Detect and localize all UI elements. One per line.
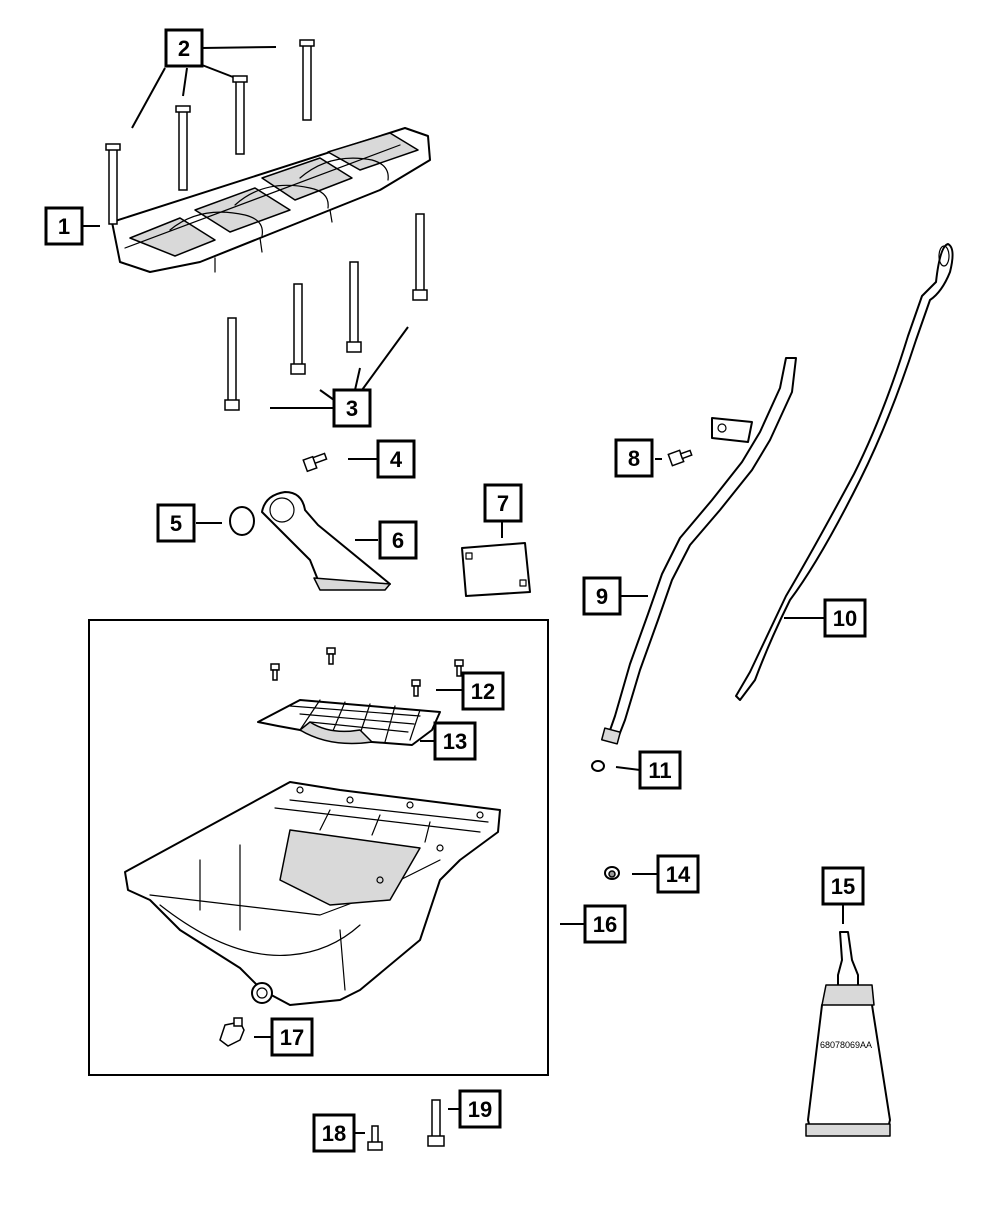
- oil-pan-part: [124, 781, 501, 1006]
- callout-5[interactable]: 5: [156, 503, 196, 543]
- callout-13-label: 13: [443, 729, 467, 754]
- bedplate-bolts: [105, 39, 315, 225]
- callout-3[interactable]: 3: [332, 388, 372, 428]
- stud-bolt-part: [427, 1099, 445, 1147]
- callout-7[interactable]: 7: [483, 483, 523, 523]
- callout-16-label: 16: [593, 912, 617, 937]
- callout-6-label: 6: [392, 528, 404, 553]
- callout-4-label: 4: [390, 447, 403, 472]
- pickup-bolt-part: [302, 452, 328, 473]
- pickup-o-ring-part: [229, 506, 255, 536]
- dipstick-part: [735, 243, 954, 701]
- windage-tray-part: [257, 699, 441, 746]
- callout-18[interactable]: 18: [312, 1113, 356, 1153]
- callout-10[interactable]: 10: [823, 598, 867, 638]
- callout-18-label: 18: [322, 1121, 346, 1146]
- dipstick-tube-o-ring-part: [591, 760, 605, 772]
- callout-12-label: 12: [471, 679, 495, 704]
- callout-4[interactable]: 4: [376, 439, 416, 479]
- drain-plug-part: [604, 866, 620, 880]
- windage-tray-bolts-part: [270, 647, 464, 697]
- callout-11-label: 11: [648, 758, 671, 783]
- callout-1-label: 1: [58, 214, 70, 239]
- callout-6[interactable]: 6: [378, 520, 418, 560]
- callout-9[interactable]: 9: [582, 576, 622, 616]
- oil-pan-assembly-group-frame: [88, 619, 549, 1076]
- sealant-tube-part: 68078069AA: [805, 931, 891, 1137]
- dipstick-tube-bolt-part: [667, 449, 693, 467]
- callout-15[interactable]: 15: [821, 866, 865, 906]
- sealant-part-number-text: 68078069AA: [820, 1040, 872, 1050]
- callout-16[interactable]: 16: [583, 904, 627, 944]
- callout-11[interactable]: 11: [638, 750, 682, 790]
- callout-10-label: 10: [833, 606, 857, 631]
- callout-15-label: 15: [831, 874, 855, 899]
- callout-2[interactable]: 2: [164, 28, 204, 68]
- callout-19[interactable]: 19: [458, 1089, 502, 1129]
- callout-1[interactable]: 1: [44, 206, 84, 246]
- leader-lines: [82, 46, 844, 1134]
- callout-9-label: 9: [596, 584, 608, 609]
- oil-pickup-tube-part: [261, 491, 391, 591]
- callout-17-label: 17: [280, 1025, 304, 1050]
- callout-8[interactable]: 8: [614, 438, 654, 478]
- callout-19-label: 19: [468, 1097, 492, 1122]
- callout-13[interactable]: 13: [433, 721, 477, 761]
- callout-2-label: 2: [178, 36, 190, 61]
- cover-plate-part: [461, 542, 531, 597]
- callout-3-label: 3: [346, 396, 358, 421]
- callout-12[interactable]: 12: [461, 671, 505, 711]
- oil-pan-bolt-part: [219, 1017, 245, 1047]
- callout-14-label: 14: [666, 862, 691, 887]
- bedplate-part: [105, 39, 431, 273]
- callout-8-label: 8: [628, 446, 640, 471]
- callout-14[interactable]: 14: [656, 854, 700, 894]
- long-bolts-part: [224, 213, 428, 411]
- callout-5-label: 5: [170, 511, 182, 536]
- callout-7-label: 7: [497, 491, 509, 516]
- callout-17[interactable]: 17: [270, 1017, 314, 1057]
- short-bolt-part: [367, 1125, 383, 1151]
- dipstick-tube-part: [600, 357, 797, 745]
